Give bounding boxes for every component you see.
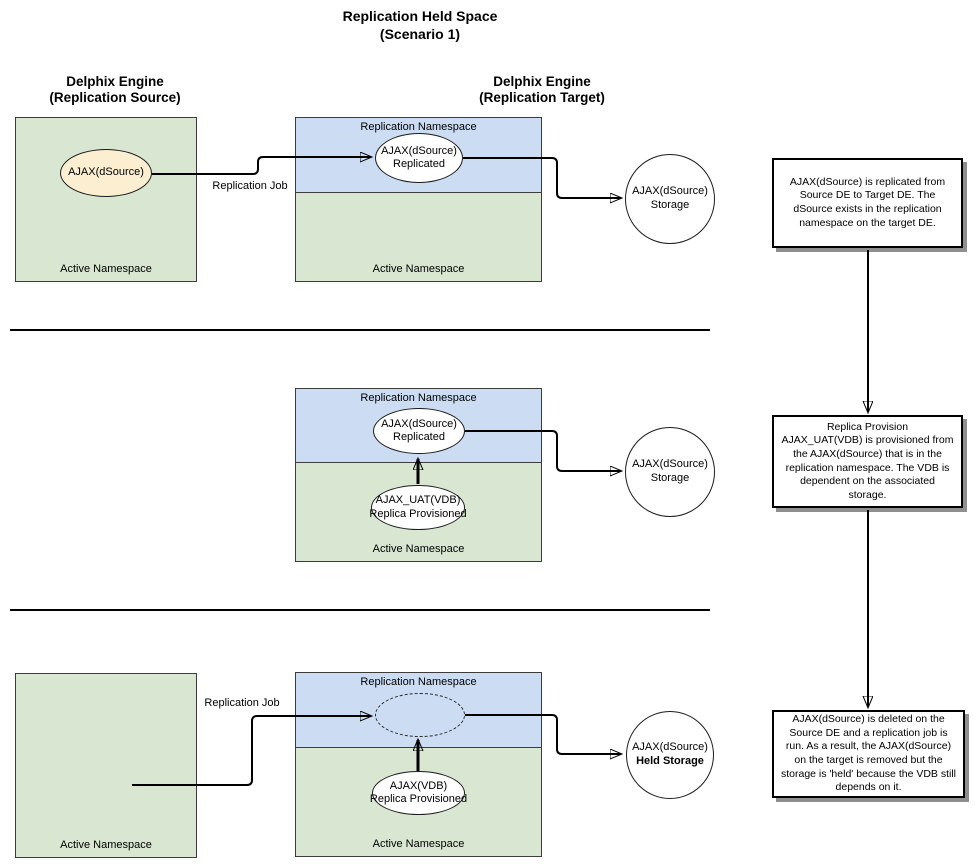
node-label-line: Storage [650,199,690,211]
annotation-box-2: Replica Provision AJAX_UAT(VDB) is provi… [772,415,963,508]
storage-node-1: AJAX(dSource) Storage [625,154,715,244]
replication-job-label-1: Replication Job [212,180,288,192]
active-namespace-label: Active Namespace [372,543,465,555]
replication-namespace-label: Replication Namespace [360,676,477,688]
node-label-line: AJAX(dSource) [632,458,708,471]
annotation-text-3: AJAX(dSource) is deleted on the Source D… [780,713,957,794]
source-active-namespace-box-1: Active Namespace [15,117,197,282]
node-label-line: AJAX(dSource) [632,185,708,198]
replication-namespace-label: Replication Namespace [360,121,477,133]
active-namespace-label: Active Namespace [60,263,152,275]
dsource-node: AJAX(dSource) [60,149,152,197]
replication-job-label-3: Replication Job [204,697,280,709]
node-label-line: Storage [650,472,690,484]
annotation-box-3: AJAX(dSource) is deleted on the Source D… [772,710,965,798]
node-label-line: AJAX_UAT(VDB) [375,494,461,507]
held-storage-label: Held Storage [636,755,704,767]
node-label-line: Replica Provisioned [369,507,467,520]
source-active-namespace-box-3: Active Namespace [15,673,197,858]
replication-namespace-label: Replication Namespace [360,392,477,404]
replicated-dsource-node-2: AJAX(dSource) Replicated [373,408,465,454]
annotation-text-1: AJAX(dSource) is replicated from Source … [789,175,946,229]
replica-vdb-node-2: AJAX_UAT(VDB) Replica Provisioned [369,485,467,530]
source-engine-header: Delphix Engine (Replication Source) [49,74,181,106]
dsource-node-label: AJAX(dSource) [68,166,144,179]
node-label-line: AJAX(dSource) [381,417,457,430]
held-storage-node: AJAX(dSource) Held Storage [626,711,714,799]
node-label-line: AJAX(dSource) [381,144,457,157]
annotation-box-1: AJAX(dSource) is replicated from Source … [772,158,963,248]
active-namespace-label: Active Namespace [60,839,152,851]
node-label-line: Replica Provisioned [369,793,468,805]
node-label-line: AJAX(dSource) [632,741,708,754]
active-namespace-label: Active Namespace [372,263,465,275]
replicated-dsource-node-1: AJAX(dSource) Replicated [375,133,463,183]
active-namespace-label: Active Namespace [372,838,465,850]
storage-node-2: AJAX(dSource) Storage [625,427,715,517]
target-engine-header: Delphix Engine (Replication Target) [479,74,605,106]
annotation-text-2: Replica Provision AJAX_UAT(VDB) is provi… [781,420,954,501]
replica-vdb-node-3: AJAX(VDB) Replica Provisioned [369,771,468,815]
node-label-line: Replicated [393,158,445,170]
deleted-dsource-placeholder [375,693,465,737]
node-label-line: AJAX(VDB) [389,779,448,792]
node-label-line: Replicated [393,431,445,443]
page-title: Replication Held Space (Scenario 1) [342,8,498,42]
